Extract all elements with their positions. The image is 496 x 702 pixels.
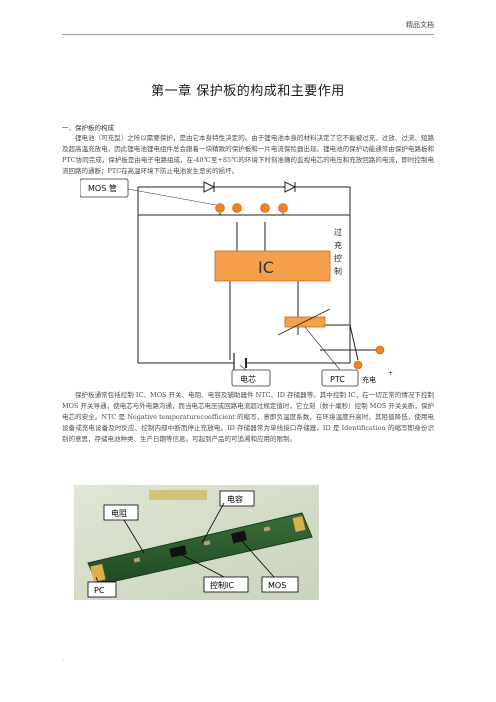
header-label: 精品文档 (406, 21, 434, 29)
charge-label: 充电 (362, 375, 376, 384)
mos-label-box: MOS 管 (80, 178, 217, 206)
ptc-icon (277, 308, 331, 336)
resistor-label-box: 电阻 (103, 504, 145, 554)
plus-label: + (388, 370, 393, 377)
mos-label: MOS 管 (88, 183, 117, 193)
control-label-1: 过 (334, 227, 342, 237)
pc-label: PC (94, 586, 105, 595)
control-label-3: 控 (334, 253, 342, 263)
control-ic-label-box: 控制IC (181, 554, 249, 593)
capacitor-label-box: 电容 (201, 490, 255, 544)
page-title: 第一章 保护板的构成和主要作用 (151, 84, 345, 99)
diode-icon-right (284, 181, 297, 193)
cell-label-box: 电芯 (231, 364, 271, 387)
ic-label: IC (258, 258, 274, 277)
capacitor-label: 电容 (227, 494, 243, 504)
pc-label-box: PC (87, 576, 117, 598)
terminal-minus-icon (353, 360, 363, 370)
mos-photo-label: MOS (268, 581, 286, 590)
ptc-label: PTC (330, 375, 345, 384)
ic-block (214, 250, 331, 282)
diode-icon-left (203, 181, 216, 193)
control-label-2: 充 (334, 240, 342, 250)
control-ic-label: 控制IC (210, 580, 234, 590)
control-label-4: 制 (334, 266, 342, 276)
paragraph-intro: 锂电池（可充型）之所以需要保护，是由它本身特性决定的。由于锂电池本身的材料决定了… (62, 134, 434, 175)
page-header: 精品文档 (62, 20, 434, 35)
resistor-label: 电阻 (111, 508, 127, 518)
terminal-plus-icon (375, 345, 385, 355)
paragraph-components: 保护板通常包括控制 IC、MOS 开关、电阻、电容及辅助器件 NTC、ID 存储… (62, 391, 434, 443)
section-heading: 一、保护板的构成 (62, 124, 114, 132)
protection-circuit-diagram: MOS 管 IC 过 充 控 制 电芯 PTC 充电 + (80, 178, 393, 387)
ptc-label-box: PTC (304, 326, 359, 387)
protection-board-photo: 电阻 电容 PC 控制IC MOS (74, 485, 319, 600)
footer-dot: . (62, 655, 64, 662)
cell-label: 电芯 (240, 374, 256, 384)
mos-photo-label-box: MOS (241, 540, 299, 593)
